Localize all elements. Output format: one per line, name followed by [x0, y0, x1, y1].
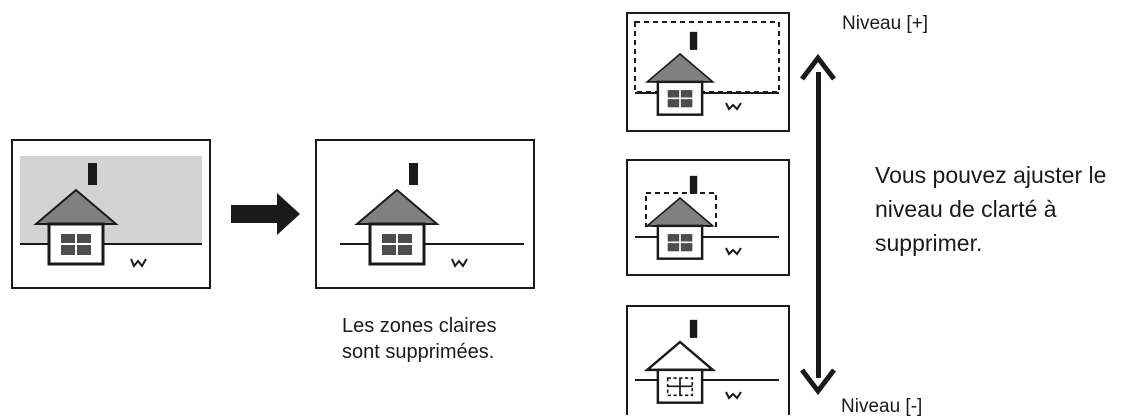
panel-result	[316, 140, 534, 288]
caption-removed-line-1: Les zones claires	[342, 313, 497, 339]
panel-level-plus	[627, 13, 789, 131]
level-plus-label: Niveau [+]	[842, 10, 928, 37]
arrow-right-icon	[231, 193, 300, 235]
double-arrow-vertical-icon	[802, 58, 834, 391]
caption-removed: Les zones claires sont supprimées.	[342, 313, 497, 365]
caption-removed-line-2: sont supprimées.	[342, 339, 497, 365]
panel-level-mid	[627, 160, 789, 275]
caption-adjust: Vous pouvez ajuster le niveau de clarté …	[875, 158, 1106, 260]
panel-original	[12, 140, 210, 288]
panel-level-minus	[627, 306, 789, 415]
caption-adjust-line-2: niveau de clarté à	[875, 192, 1106, 226]
level-minus-label: Niveau [-]	[841, 393, 922, 420]
caption-adjust-line-3: supprimer.	[875, 226, 1106, 260]
caption-adjust-line-1: Vous pouvez ajuster le	[875, 158, 1106, 192]
